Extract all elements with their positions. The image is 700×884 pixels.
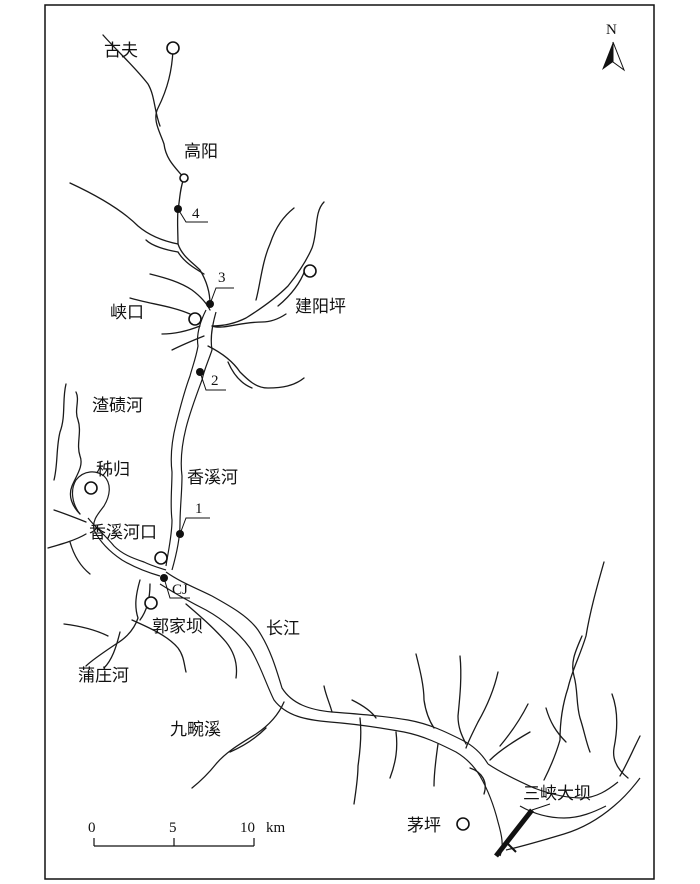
north-label: N (606, 22, 617, 38)
xiangxi-upper-rivers (69, 34, 211, 305)
town-marker-gufu (166, 41, 180, 55)
label-maoping: 茅坪 (407, 816, 441, 836)
scale-tick-5: 5 (169, 820, 177, 836)
label-zigui: 秭归 (96, 460, 130, 480)
south-tributaries (63, 579, 285, 789)
label-xiangxi-mouth: 香溪河口 (89, 523, 157, 543)
xiangxi-main-channel (165, 309, 305, 571)
site-leader-3 (209, 287, 234, 305)
three-gorges-dam (494, 808, 534, 858)
site-leader-2 (199, 371, 226, 391)
town-marker-xiangxi-mouth (154, 551, 168, 565)
town-marker-zigui (84, 481, 98, 495)
label-xiakou: 峡口 (110, 303, 144, 323)
town-marker-guojiaba (144, 596, 158, 610)
label-jiuwanxi: 九畹溪 (170, 720, 221, 740)
scale-unit: km (266, 820, 286, 836)
scale-tick-10: 10 (240, 820, 255, 836)
town-marker-xiakou (188, 312, 202, 326)
zhaqi-river (47, 383, 167, 577)
label-gaoyang: 高阳 (184, 142, 218, 162)
north-arrow-icon: N (602, 22, 626, 72)
north-tributaries (323, 561, 641, 805)
site-leader-1 (179, 517, 210, 535)
site-label-cj: CJ (172, 582, 188, 598)
scale-tick-0: 0 (88, 820, 96, 836)
label-xiangxihe: 香溪河 (187, 468, 238, 488)
dam-marker (507, 843, 517, 853)
label-changjiang: 长江 (266, 619, 300, 639)
site-label-4: 4 (192, 206, 200, 222)
site-label-1: 1 (195, 501, 203, 517)
label-puzhuanghe: 蒲庄河 (78, 666, 129, 686)
town-marker-maoping (456, 817, 470, 831)
town-marker-jianyangping (303, 264, 317, 278)
label-gufu: 古夫 (104, 41, 138, 61)
label-jianyangping: 建阳坪 (295, 297, 346, 317)
eastern-tributaries (129, 201, 325, 351)
town-marker-gaoyang (179, 173, 189, 183)
label-dam: 三峡大坝 (523, 784, 591, 804)
site-label-2: 2 (211, 373, 219, 389)
site-leader-4 (177, 208, 208, 223)
map-frame (44, 4, 655, 880)
site-leader-cj (163, 577, 190, 599)
scale-bar: 0 5 10 km (88, 820, 286, 847)
dam-leader (531, 803, 551, 811)
site-label-3: 3 (218, 270, 226, 286)
label-guojiaba: 郭家坝 (152, 617, 203, 637)
changjiang-channel (159, 571, 641, 857)
label-zhaqihe: 渣碛河 (92, 396, 143, 416)
